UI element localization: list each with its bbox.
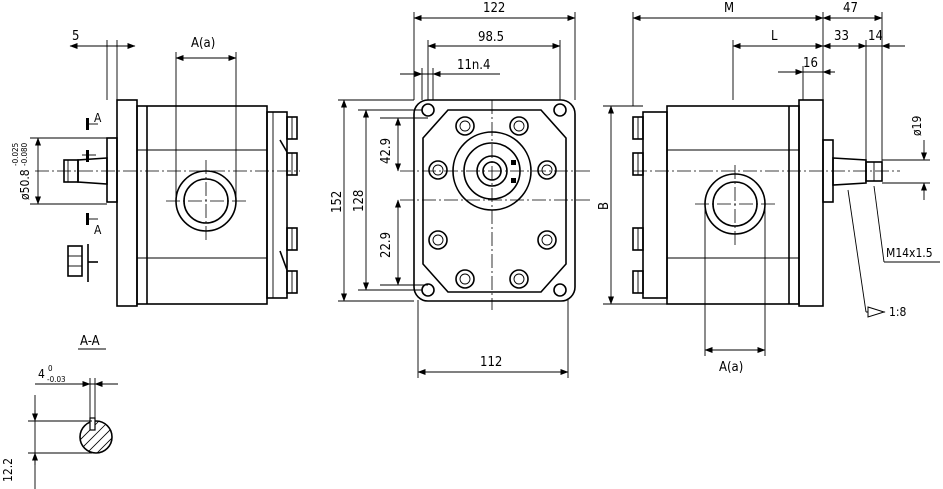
dim-B: B	[597, 202, 612, 210]
dim-height: 152	[330, 191, 345, 213]
front-flange	[413, 99, 576, 302]
side-flange	[116, 99, 138, 307]
dim-14: 14	[868, 29, 883, 44]
right-shaft	[832, 157, 867, 186]
section-title: A-A	[80, 334, 100, 349]
front-corner-hole-tl	[421, 103, 435, 117]
side-rear-bolts	[279, 116, 298, 294]
dim-47: 47	[843, 1, 858, 16]
dim-hole-height: 128	[352, 190, 367, 212]
dim-overall-width: 122	[483, 1, 505, 16]
dim-port-left: A(a)	[191, 36, 215, 51]
dim-flange-offset: 5	[72, 29, 79, 44]
dim-pilot-prefix: ø50.8	[18, 169, 32, 200]
section-view: A-A 4 0 -0.03 12.2	[1, 334, 118, 489]
leader-taper	[847, 189, 867, 313]
right-rear-cover	[642, 111, 668, 299]
dim-lower: 22.9	[379, 232, 394, 258]
dim-shaft-dia: ø19	[910, 116, 924, 136]
front-corner-hole-tr	[553, 103, 567, 117]
dim-key-tol-upper: 0	[48, 364, 53, 373]
section-marker-bottom	[86, 213, 98, 225]
dim-key-height: 12.2	[1, 458, 15, 482]
dim-L: L	[771, 29, 778, 44]
dim-thread: M14x1.5	[886, 246, 933, 260]
leader-thread	[873, 185, 885, 263]
dim-pilot-tol-upper: -0.025	[11, 143, 20, 166]
front-body-octagon	[422, 109, 567, 293]
dim-M: M	[724, 1, 734, 16]
right-body	[666, 105, 800, 305]
side-rear-cover	[266, 111, 288, 299]
section-shaft	[79, 420, 113, 454]
dim-bottom-width: 112	[480, 355, 502, 370]
front-cover-bolts	[428, 116, 557, 289]
dim-33: 33	[834, 29, 849, 44]
dim-taper: 1:8	[889, 305, 907, 319]
front-corner-hole-bl	[421, 283, 435, 297]
side-body	[136, 105, 268, 305]
dim-key-width: 4	[38, 367, 45, 381]
dim-hole-spacing: 98.5	[478, 30, 504, 45]
dim-port-right: A(a)	[719, 360, 743, 375]
side-pilot	[106, 137, 118, 203]
right-view: M 47 L 33 14 16	[597, 1, 940, 375]
dim-key-tol-lower: -0.03	[47, 375, 66, 384]
side-view: 5 A(a)	[11, 29, 300, 307]
dim-pilot-tol-lower: -0.080	[20, 142, 29, 166]
section-marker-top	[86, 118, 98, 130]
front-view: 122 98.5 11n.4	[330, 1, 590, 378]
side-nut	[67, 244, 98, 282]
front-corner-hole-br	[553, 283, 567, 297]
right-rear-bolts	[632, 116, 644, 294]
right-flange	[798, 99, 824, 307]
dim-16: 16	[803, 56, 818, 71]
section-label-top: A	[94, 111, 102, 125]
section-label-bottom: A	[94, 223, 102, 237]
dim-upper: 42.9	[379, 138, 394, 164]
dim-holes: 11n.4	[457, 58, 490, 73]
